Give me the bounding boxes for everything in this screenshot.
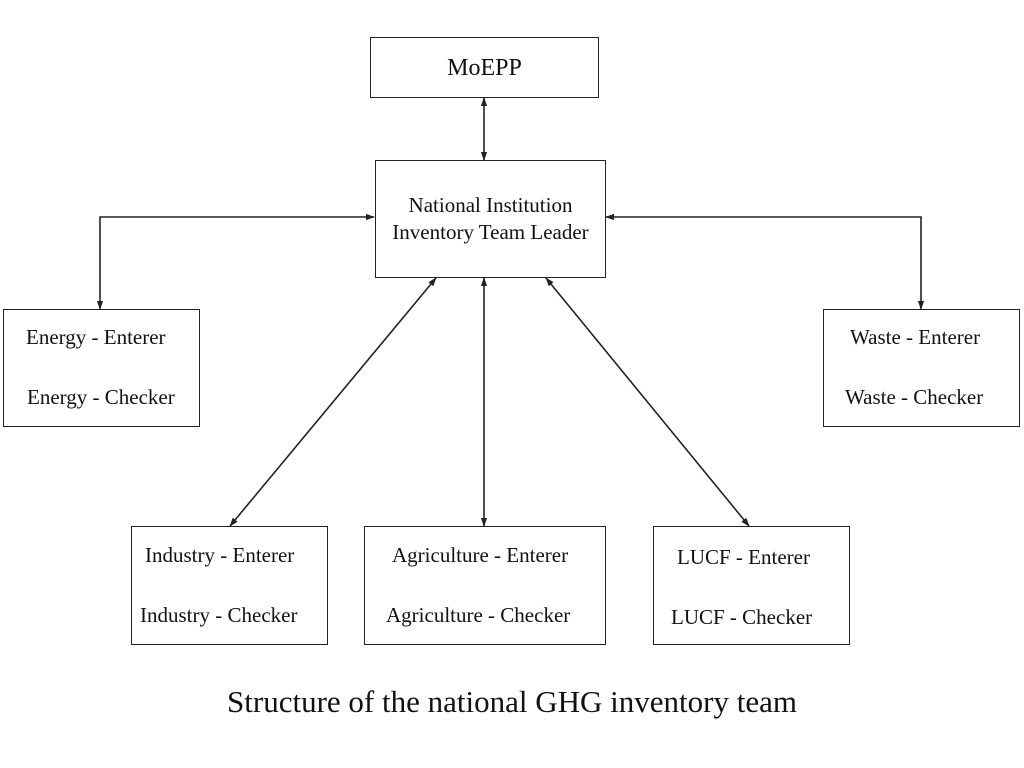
energy-enterer-label: Energy - Enterer [26, 325, 166, 349]
industry-box: Industry - Enterer Industry - Checker [131, 526, 328, 645]
team-leader-line1: National Institution [408, 193, 573, 217]
energy-box: Energy - Enterer Energy - Checker [3, 309, 200, 427]
diagram-caption: Structure of the national GHG inventory … [227, 684, 797, 719]
moepp-label: MoEPP [447, 55, 522, 81]
agriculture-box: Agriculture - Enterer Agriculture - Chec… [364, 526, 606, 645]
waste-checker-label: Waste - Checker [845, 385, 984, 409]
industry-checker-label: Industry - Checker [140, 603, 298, 627]
waste-box: Waste - Enterer Waste - Checker [823, 309, 1020, 427]
leader-lucf-arrow [545, 277, 750, 527]
agriculture-enterer-label: Agriculture - Enterer [392, 543, 569, 567]
leader-energy-arrow [96, 213, 375, 310]
lucf-enterer-label: LUCF - Enterer [677, 545, 810, 569]
lucf-box: LUCF - Enterer LUCF - Checker [653, 526, 850, 645]
leader-waste-arrow [605, 213, 925, 310]
team-leader-box: National Institution Inventory Team Lead… [375, 160, 606, 278]
team-leader-line2: Inventory Team Leader [392, 220, 589, 244]
lucf-checker-label: LUCF - Checker [671, 605, 813, 629]
energy-checker-label: Energy - Checker [27, 385, 175, 409]
leader-industry-arrow [229, 277, 437, 527]
waste-enterer-label: Waste - Enterer [850, 325, 981, 349]
agriculture-checker-label: Agriculture - Checker [386, 603, 571, 627]
industry-enterer-label: Industry - Enterer [145, 543, 295, 567]
moepp-box: MoEPP [370, 37, 599, 98]
